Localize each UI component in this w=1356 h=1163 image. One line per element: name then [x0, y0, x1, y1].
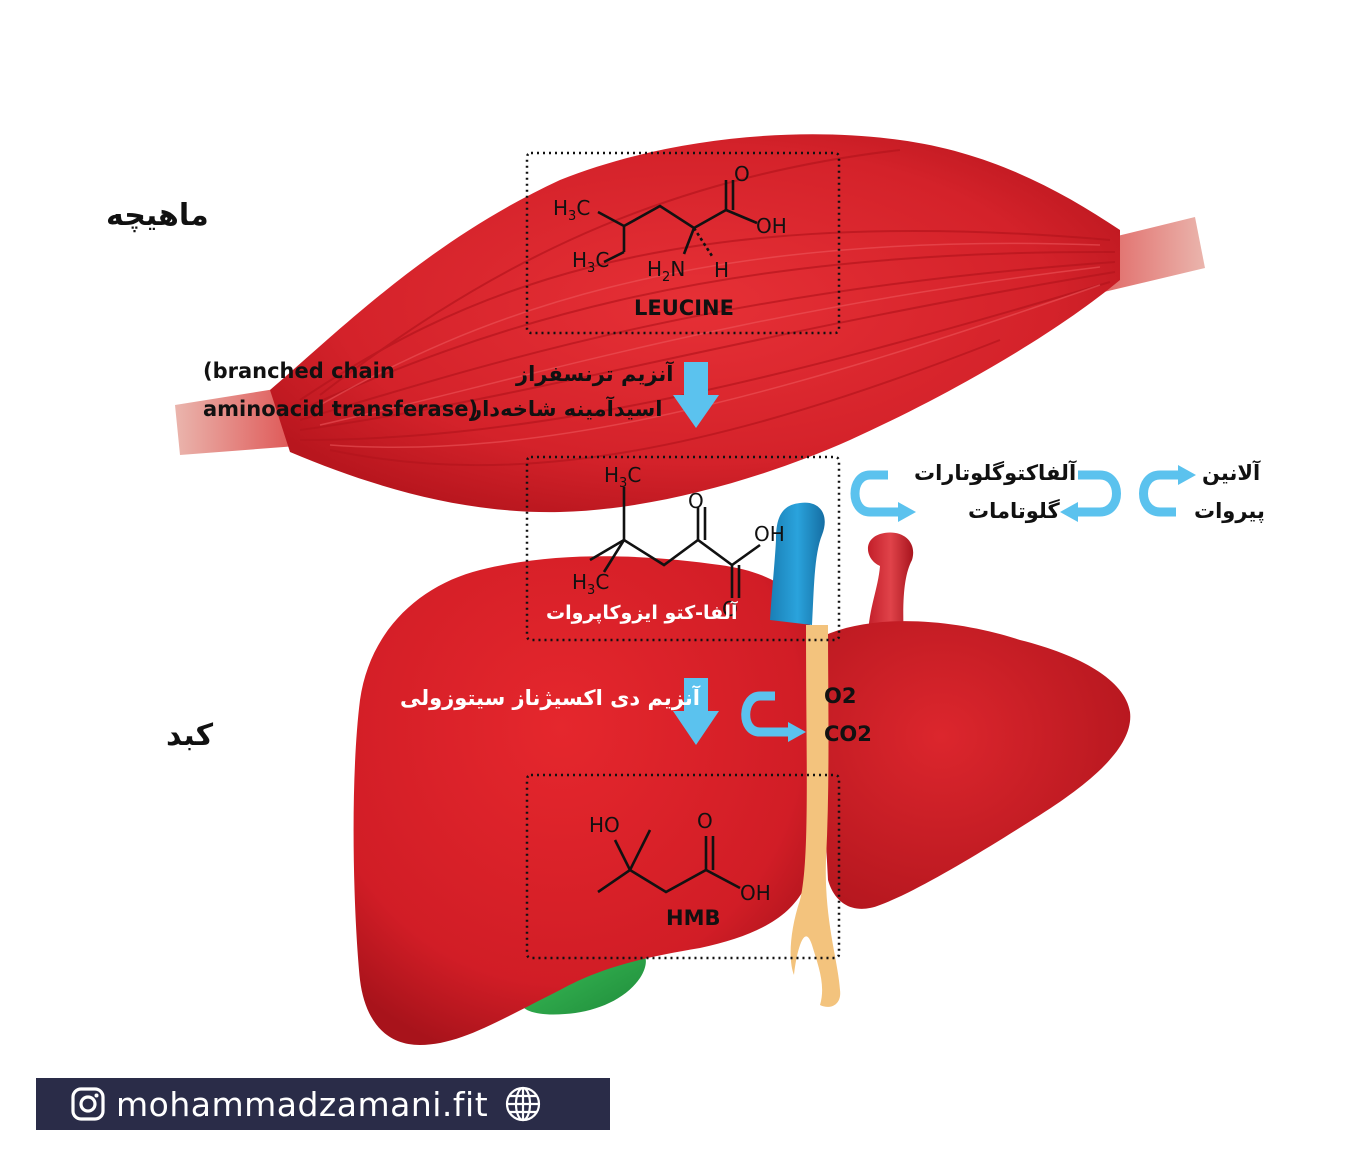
arrow-curve-ala [1139, 470, 1178, 517]
hmb-box [525, 773, 841, 960]
kic-h3c-bottom: H3C [572, 570, 610, 598]
arrows [673, 362, 719, 745]
muscle-label: ماهیچه [106, 198, 209, 233]
leucine-box [525, 151, 841, 335]
liver-right-lobe [815, 621, 1131, 909]
kic-o-bottom: O [722, 597, 738, 621]
hmb-structure [597, 829, 741, 894]
arrow-curve-mid [1078, 470, 1121, 517]
arrow-down-1 [673, 362, 719, 428]
website-url[interactable]: mohammadzamani.fit [116, 1084, 489, 1124]
instagram-icon[interactable] [70, 1086, 106, 1122]
leucine-oh: OH [756, 214, 787, 238]
kic-name: آلفا-کتو ایزوکاپروات [546, 602, 738, 624]
enzyme1-en-line2: aminoacid transferase) [203, 397, 479, 421]
leucine-h: H [714, 258, 730, 282]
leucine-name: LEUCINE [634, 296, 734, 320]
kic-structure [589, 487, 761, 598]
kic-h3c-top: H3C [604, 463, 642, 491]
globe-icon[interactable] [504, 1085, 542, 1123]
alpha-ketoglutarate-label: آلفاکتوگلوتارات [914, 461, 1077, 485]
o2-label: O2 [824, 684, 857, 708]
leucine-structure [597, 180, 758, 264]
enzyme1-fa-line2: اسیدآمینه شاخه‌دار [470, 397, 663, 421]
leucine-h3c-bottom: H3C [572, 248, 610, 276]
hepatic-artery [867, 532, 914, 640]
portal-vein [770, 502, 825, 625]
muscle-fibers [299, 149, 1116, 467]
bile-duct [790, 625, 841, 1007]
kic-box [525, 455, 841, 642]
kic-o-top: O [688, 489, 704, 513]
muscle-organ [175, 134, 1205, 513]
liver-label: کبد [166, 718, 214, 753]
hmb-oh: OH [740, 881, 771, 905]
arrow-down-2 [673, 678, 719, 745]
footer-banner: mohammadzamani.fit [36, 1078, 610, 1130]
leucine-h3c-top: H3C [553, 196, 591, 224]
kic-oh: OH [754, 522, 785, 546]
leucine-h2n: H2N [647, 257, 686, 285]
hmb-name: HMB [666, 906, 721, 930]
glutamate-label: گلوتامات [968, 499, 1060, 523]
arrow-curve-akg [850, 470, 898, 517]
enzyme1-fa-line1: آنزیم ترنسفراز [516, 362, 674, 386]
alanine-label: آلانین [1202, 461, 1261, 485]
hmb-o: O [697, 809, 713, 833]
enzyme1-en-line1: (branched chain [203, 359, 395, 383]
co2-label: CO2 [824, 722, 872, 746]
enzyme2-label: آنزیم دی اکسیژناز سیتوزولی [400, 686, 700, 710]
muscle-belly [270, 134, 1120, 513]
arrow-curve-o2 [741, 691, 788, 737]
pyruvate-label: پیروات [1194, 499, 1265, 523]
hmb-ho: HO [589, 813, 620, 837]
liver-left-lobe [353, 556, 815, 1045]
leucine-o: O [734, 162, 750, 186]
